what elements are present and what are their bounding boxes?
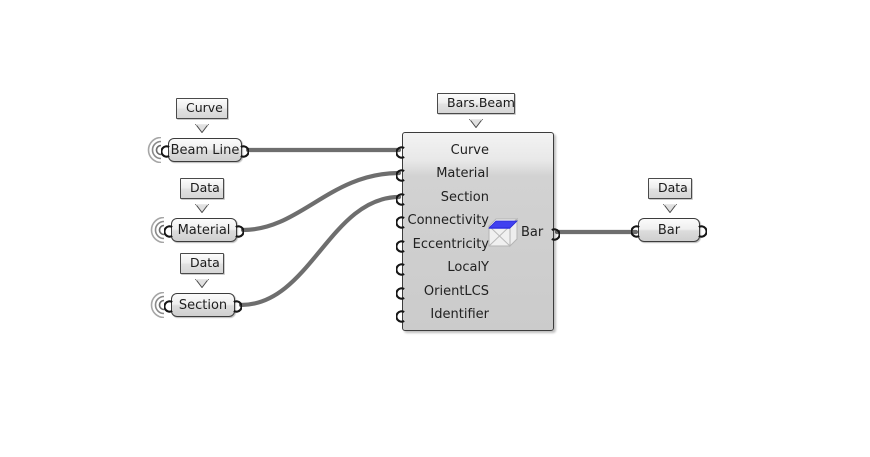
balloon-bars-beam-label: Bars.Beam xyxy=(437,93,515,114)
param-beam-line[interactable]: Beam Line xyxy=(147,136,250,164)
param-material-wireless-icon xyxy=(147,216,167,244)
param-beam-line-input-port[interactable] xyxy=(160,143,170,158)
param-section[interactable]: Section xyxy=(150,291,243,319)
beam-box-icon xyxy=(487,215,521,253)
balloon-data-bar: Data xyxy=(648,178,692,214)
param-beam-line-output-port[interactable] xyxy=(240,143,250,158)
component-input-curve[interactable]: Curve xyxy=(450,143,489,158)
component-port-in-identifier[interactable] xyxy=(395,308,405,323)
wire-section-to-section-halo xyxy=(237,193,403,309)
param-section-wireless-icon xyxy=(147,291,167,319)
component-input-orientlcs[interactable]: OrientLCS xyxy=(423,284,489,299)
component-port-in-eccentricity[interactable] xyxy=(395,238,405,253)
wire-section-to-section[interactable] xyxy=(238,194,402,308)
param-bar-input-port[interactable] xyxy=(630,223,640,238)
balloon-data-section: Data xyxy=(180,253,224,289)
param-section-label[interactable]: Section xyxy=(171,293,235,317)
component-input-identifier[interactable]: Identifier xyxy=(430,307,489,322)
component-port-in-connectivity[interactable] xyxy=(395,214,405,229)
component-port-in-curve[interactable] xyxy=(395,144,405,159)
component-input-material[interactable]: Material xyxy=(436,166,489,181)
balloon-bars-beam: Bars.Beam xyxy=(437,93,515,129)
param-material-output-port[interactable] xyxy=(235,223,245,238)
balloon-data-material: Data xyxy=(180,178,224,214)
component-output-bar[interactable]: Bar xyxy=(521,225,544,240)
balloon-data-bar-label: Data xyxy=(648,178,692,199)
component-port-in-section[interactable] xyxy=(395,191,405,206)
balloon-data-section-label: Data xyxy=(180,253,224,274)
component-port-in-localy[interactable] xyxy=(395,261,405,276)
param-section-output-port[interactable] xyxy=(233,298,243,313)
wire-material-to-material-halo xyxy=(239,169,403,234)
component-port-in-orientlcs[interactable] xyxy=(395,285,405,300)
component-input-eccentricity[interactable]: Eccentricity xyxy=(412,237,489,252)
component-input-section[interactable]: Section xyxy=(440,190,489,205)
balloon-data-bar-tail xyxy=(662,198,678,214)
param-beam-line-label[interactable]: Beam Line xyxy=(168,138,242,162)
component-input-localy[interactable]: LocalY xyxy=(447,260,489,275)
component-port-out-bar[interactable] xyxy=(551,226,561,241)
param-bar[interactable]: Bar xyxy=(630,218,708,242)
component-input-connectivity[interactable]: Connectivity xyxy=(407,213,489,228)
balloon-curve: Curve xyxy=(176,98,228,134)
param-bar-output-port[interactable] xyxy=(698,223,708,238)
param-bar-label[interactable]: Bar xyxy=(638,218,700,242)
param-material-input-port[interactable] xyxy=(163,223,173,238)
wire-material-to-material[interactable] xyxy=(240,170,402,233)
balloon-curve-label: Curve xyxy=(176,98,228,119)
param-material[interactable]: Material xyxy=(150,216,245,244)
param-material-label[interactable]: Material xyxy=(171,218,237,242)
param-beam-line-wireless-icon xyxy=(144,136,164,164)
balloon-curve-tail xyxy=(194,118,210,134)
param-section-input-port[interactable] xyxy=(163,298,173,313)
component-port-in-material[interactable] xyxy=(395,167,405,182)
balloon-data-section-tail xyxy=(194,273,210,289)
balloon-data-material-label: Data xyxy=(180,178,224,199)
balloon-data-material-tail xyxy=(194,198,210,214)
balloon-bars-beam-tail xyxy=(468,113,484,129)
